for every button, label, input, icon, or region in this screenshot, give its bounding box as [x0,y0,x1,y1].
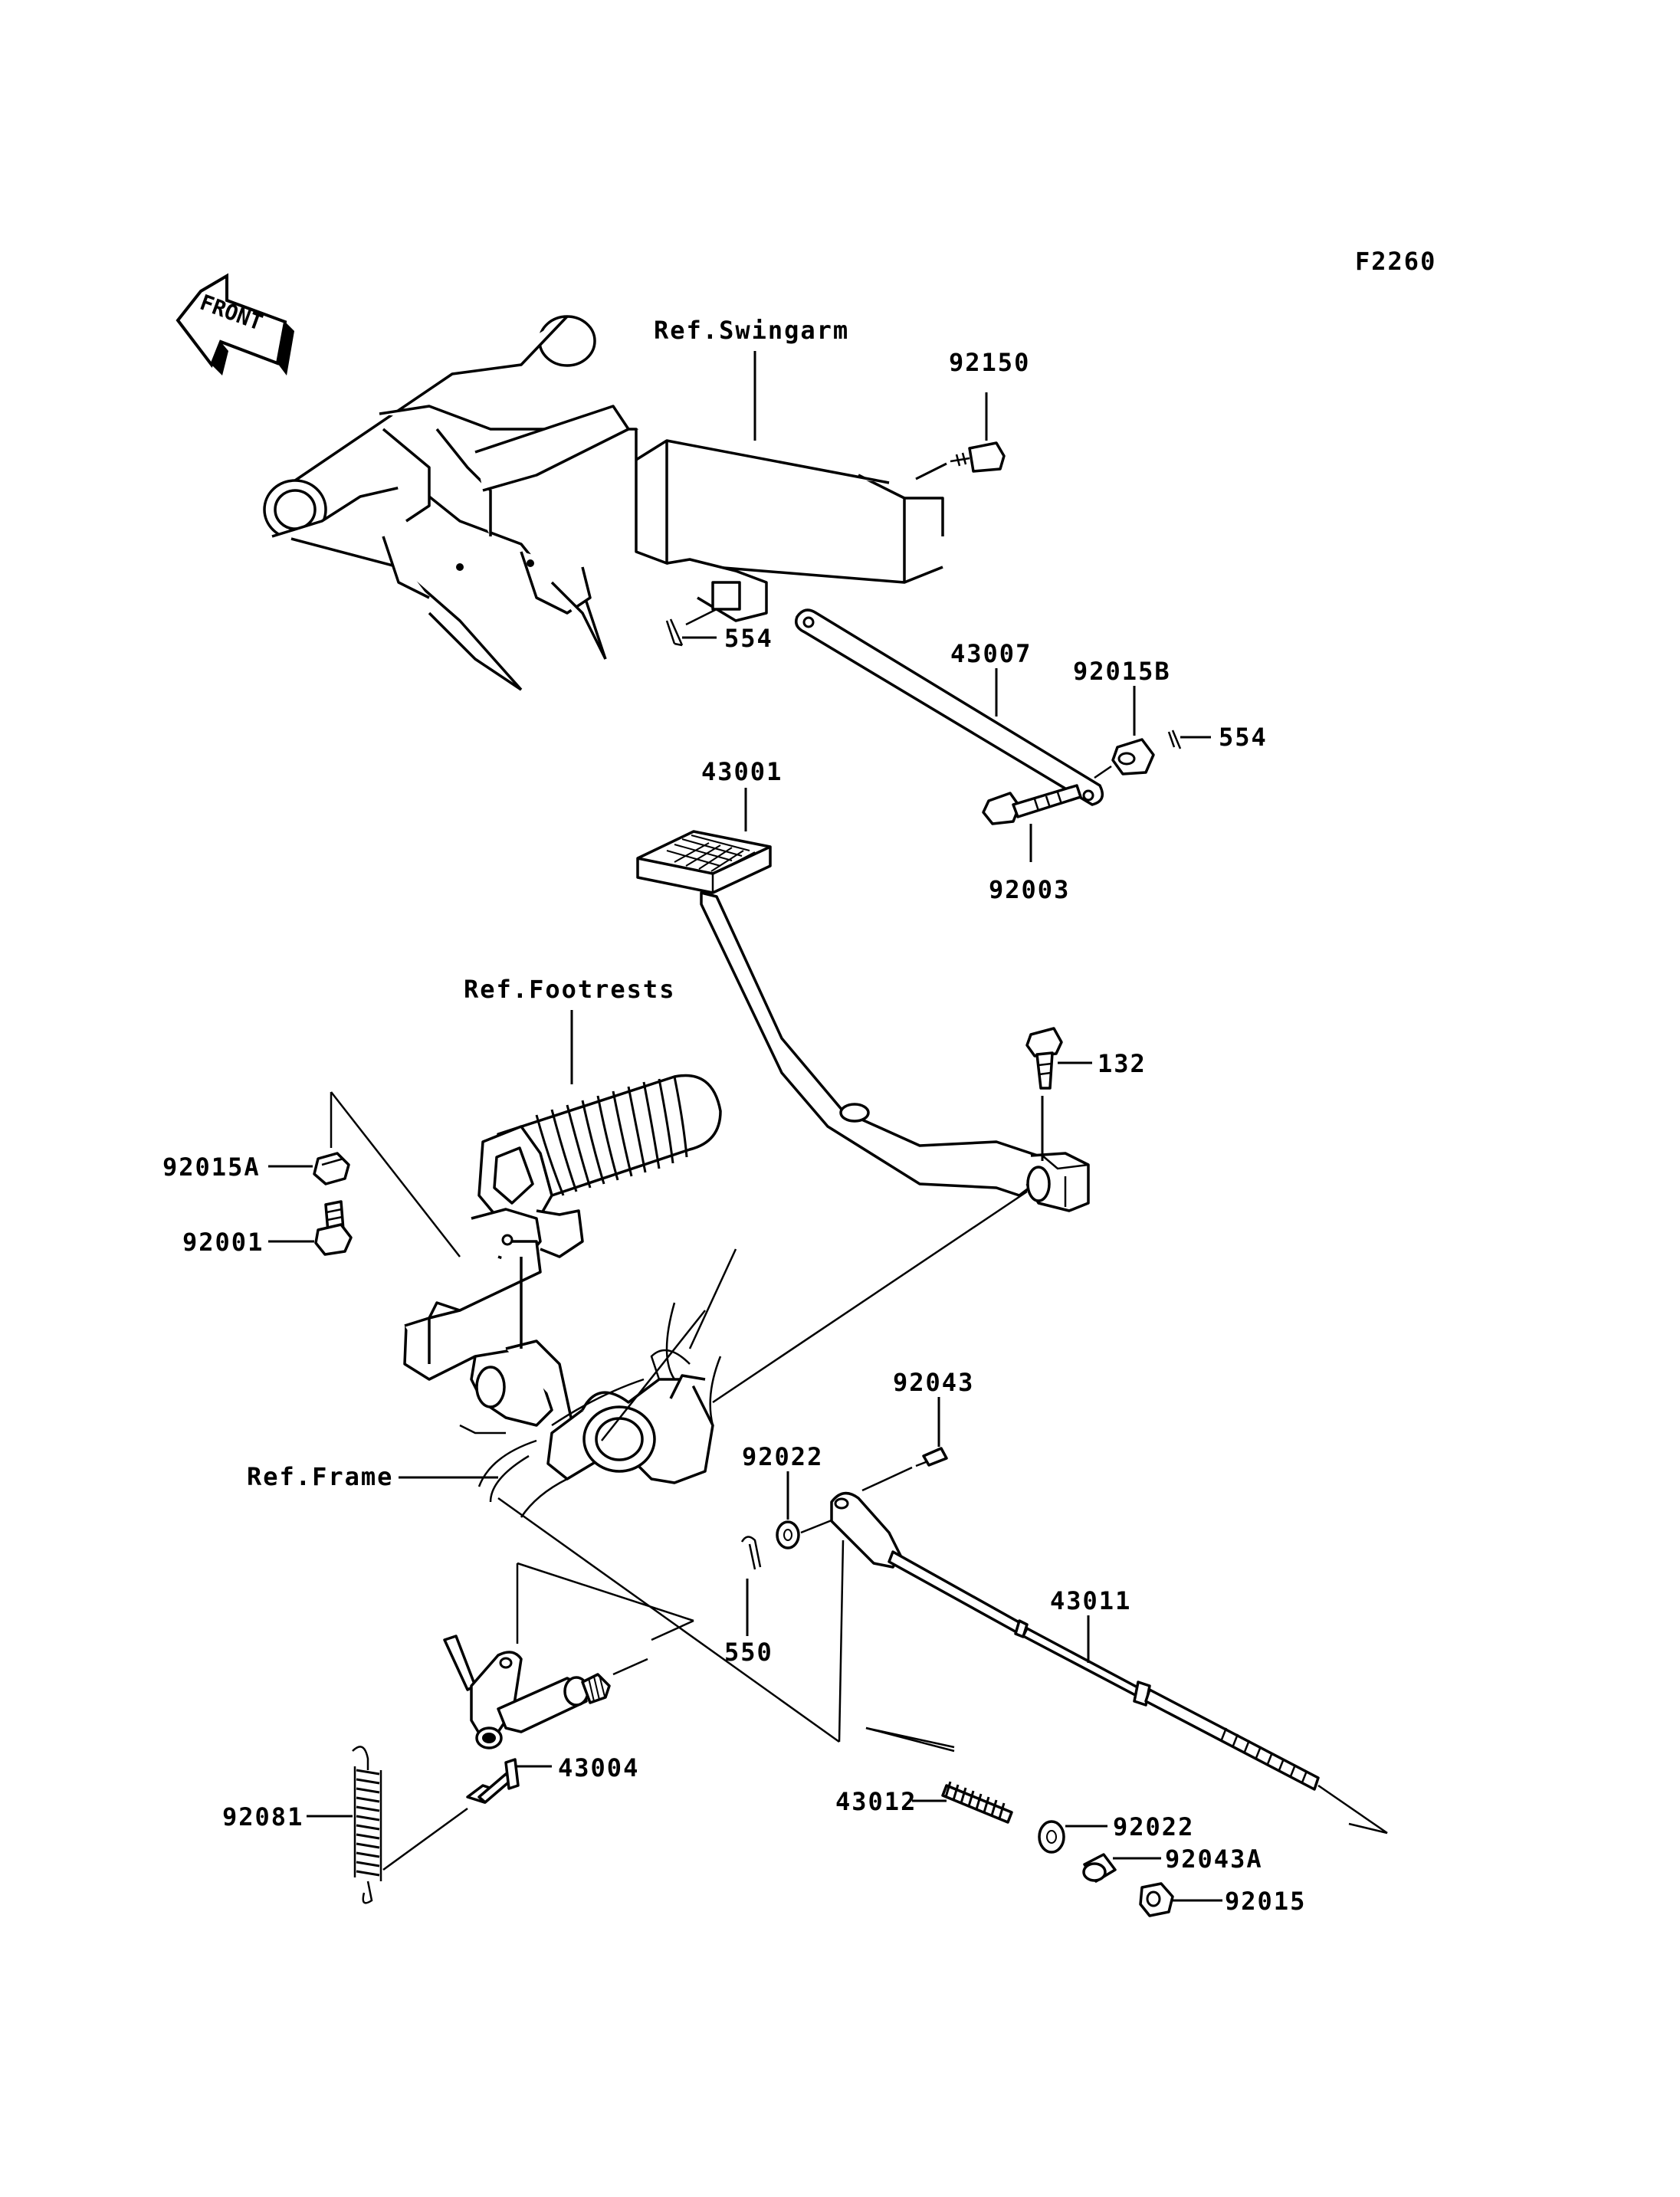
label-92043-top: 92043 [893,1368,974,1397]
label-92015B: 92015B [1073,657,1171,686]
bolt-92001 [314,1200,353,1256]
swingarm-drawing [263,315,944,691]
label-92081: 92081 [222,1802,304,1831]
label-92022-bottom: 92022 [1113,1812,1194,1841]
label-132: 132 [1098,1049,1147,1078]
pin-92043 [915,1447,948,1467]
washer-92022-top [776,1520,800,1549]
ref-frame-label: Ref.Frame [247,1462,393,1491]
footrest-drawing [403,1074,722,1435]
figure-code: F2260 [1355,247,1436,276]
label-92015: 92015 [1225,1887,1306,1916]
bolt-92150 [950,441,1006,473]
spring-43012 [941,1781,1013,1824]
spring-92081 [352,1746,382,1904]
label-554-right: 554 [1219,723,1268,752]
label-43001: 43001 [701,757,783,786]
nut-92015A [313,1152,350,1185]
frame-drawing [477,1302,722,1518]
collar-92043A [1082,1853,1117,1883]
label-92150: 92150 [949,348,1030,377]
ref-footrests-label: Ref.Footrests [464,975,675,1004]
bolt-132 [1025,1027,1063,1090]
label-43012: 43012 [835,1787,917,1816]
label-554-top: 554 [724,624,773,653]
brake-rod-43011 [830,1491,1320,1791]
cotter-pin-550 [740,1536,762,1570]
label-92043A: 92043A [1165,1844,1263,1874]
cotter-pin-554-right [1167,730,1182,749]
label-43007: 43007 [950,639,1032,668]
ref-swingarm-label: Ref.Swingarm [654,316,849,345]
label-92015A: 92015A [162,1153,261,1182]
brake-pedal-43001 [636,830,1090,1212]
label-92001: 92001 [182,1228,264,1257]
rod-43007 [795,608,1104,806]
label-550: 550 [724,1638,773,1667]
bolt-92003 [982,784,1082,825]
label-43011: 43011 [1050,1586,1131,1615]
cotter-pin-554-top [665,618,684,647]
front-arrow-icon: FRONT [176,273,294,375]
label-92022-top: 92022 [742,1442,823,1471]
label-43004: 43004 [558,1753,639,1782]
nut-92015B [1111,738,1155,776]
label-92003: 92003 [989,875,1070,904]
nut-92015 [1139,1882,1174,1917]
washer-92022-bottom [1038,1820,1065,1854]
